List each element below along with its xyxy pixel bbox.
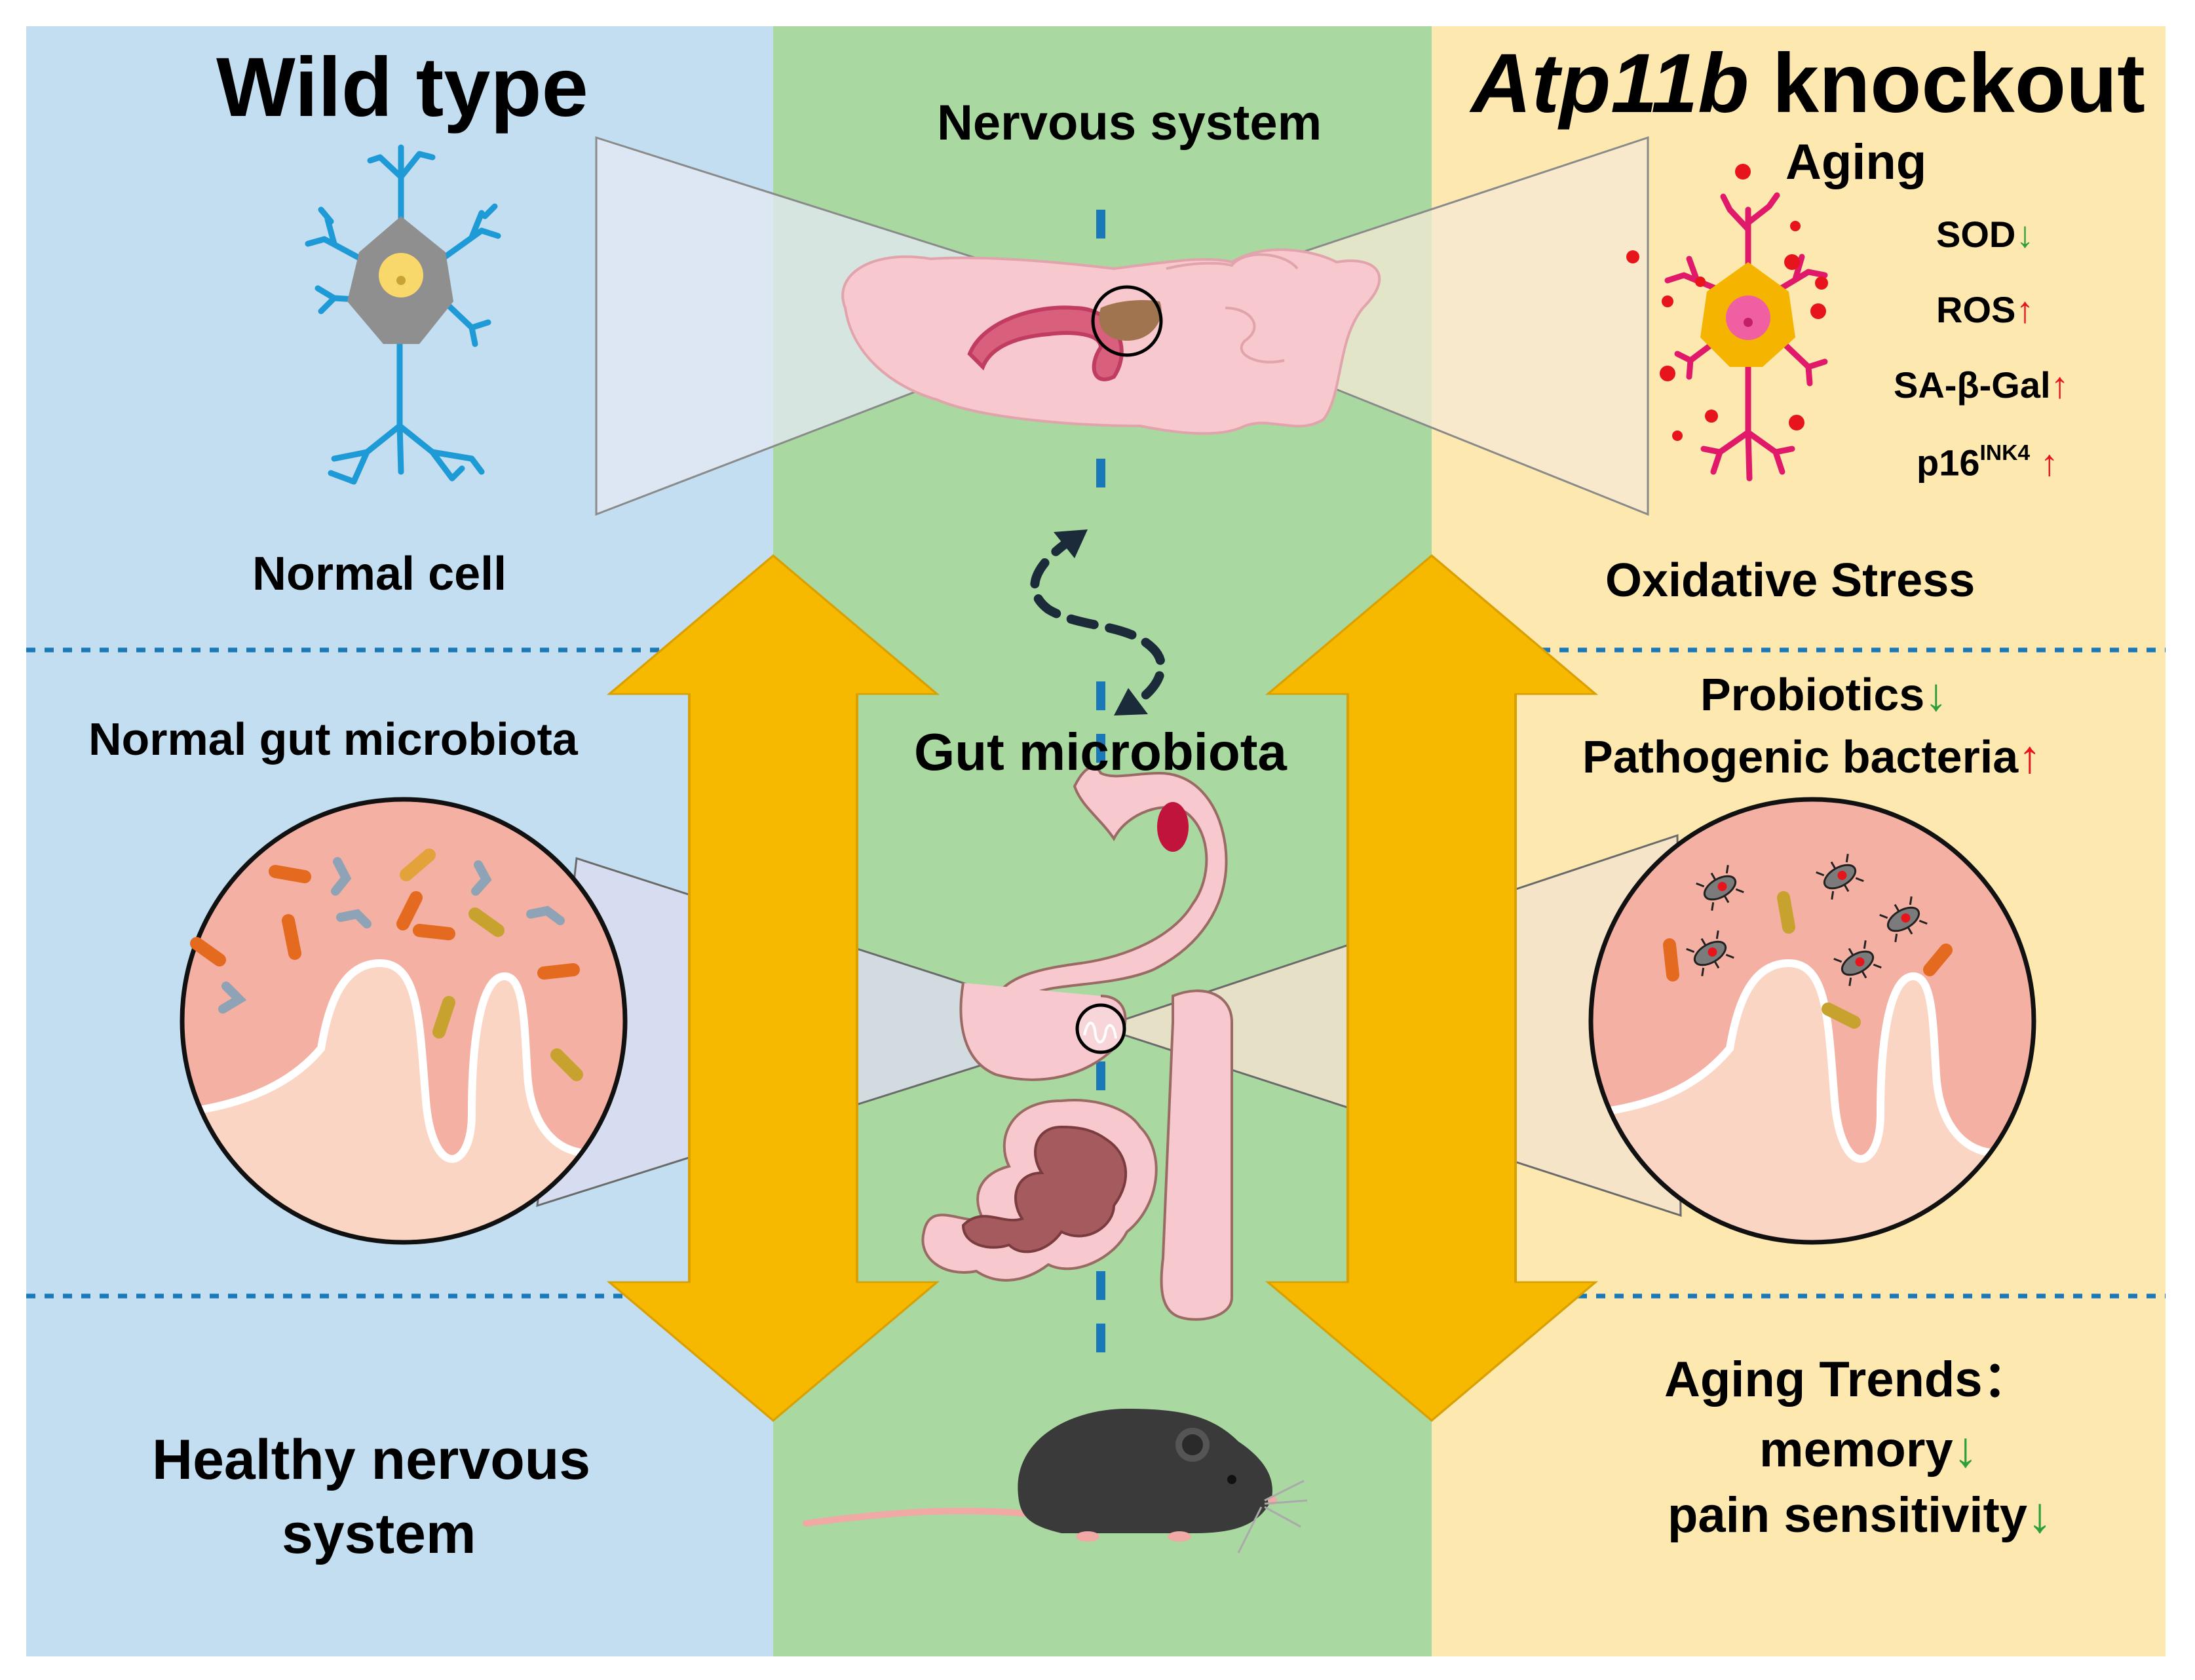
aging-label: Aging: [1785, 134, 1927, 190]
down-arrow-icon: ↓: [2015, 214, 2034, 255]
normal-cell-label: Normal cell: [252, 548, 507, 600]
neuron-nucleus: [379, 253, 423, 297]
knockout-title: Atp11b knockout: [1471, 42, 2145, 126]
aging-neuron-icon: [1626, 164, 1828, 482]
down-arrow-icon: ↓: [2027, 1487, 2053, 1543]
knockout-title-rest: knockout: [1749, 37, 2145, 130]
pathogen-icon: [1686, 853, 1928, 987]
gut-microbiota-label: Gut microbiota: [914, 723, 1287, 781]
aging-trends-label: Aging Trends：: [1664, 1352, 2033, 1407]
pathogenic-bacteria-label: Pathogenic bacteria↑: [1582, 731, 2042, 782]
down-arrow-icon: ↓: [1953, 1422, 1978, 1478]
dashed-arrow-head-top: [1054, 529, 1088, 558]
separator-lines: [26, 647, 2166, 1299]
right-bacteria: [1663, 891, 1953, 1029]
brain-icon: [841, 248, 1381, 435]
normal-gut-microbiota-label: Normal gut microbiota: [88, 714, 578, 765]
bacteria-icon: [190, 849, 583, 1081]
up-arrow-icon: ↑: [2040, 442, 2059, 484]
pain-sensitivity-label: pain sensitivity↓: [1668, 1487, 2053, 1543]
marker-ros: ROS↑: [1936, 289, 2034, 330]
healthy-system-line2: system: [282, 1502, 476, 1565]
up-arrow-icon: ↑: [2015, 289, 2034, 330]
gut-icon: [921, 766, 1233, 1321]
probiotics-label: Probiotics↓: [1700, 669, 1948, 720]
marker-sod: SOD↓: [1936, 214, 2034, 255]
knockout-gene-name: Atp11b: [1471, 37, 1749, 130]
dashed-arrow-head-bottom: [1114, 688, 1148, 716]
memory-label: memory↓: [1759, 1422, 1978, 1478]
up-arrow-icon: ↑: [2050, 364, 2069, 406]
oxidative-stress-label: Oxidative Stress: [1605, 554, 1976, 607]
mouse-icon: [803, 1409, 1308, 1554]
bidirectional-dashed-arrow-icon: [1030, 533, 1166, 712]
down-arrow-icon: ↓: [1924, 669, 1948, 720]
marker-sa-beta-gal: SA-β-Gal↑: [1894, 364, 2069, 406]
wild-type-title: Wild type: [216, 41, 588, 134]
neuron-icon: [305, 144, 501, 485]
nervous-system-label: Nervous system: [937, 95, 1322, 151]
up-arrow-icon: ↑: [2018, 731, 2042, 782]
healthy-system-line1: Healthy nervous: [152, 1428, 591, 1491]
marker-p16: p16INK4 ↑: [1917, 441, 2059, 484]
